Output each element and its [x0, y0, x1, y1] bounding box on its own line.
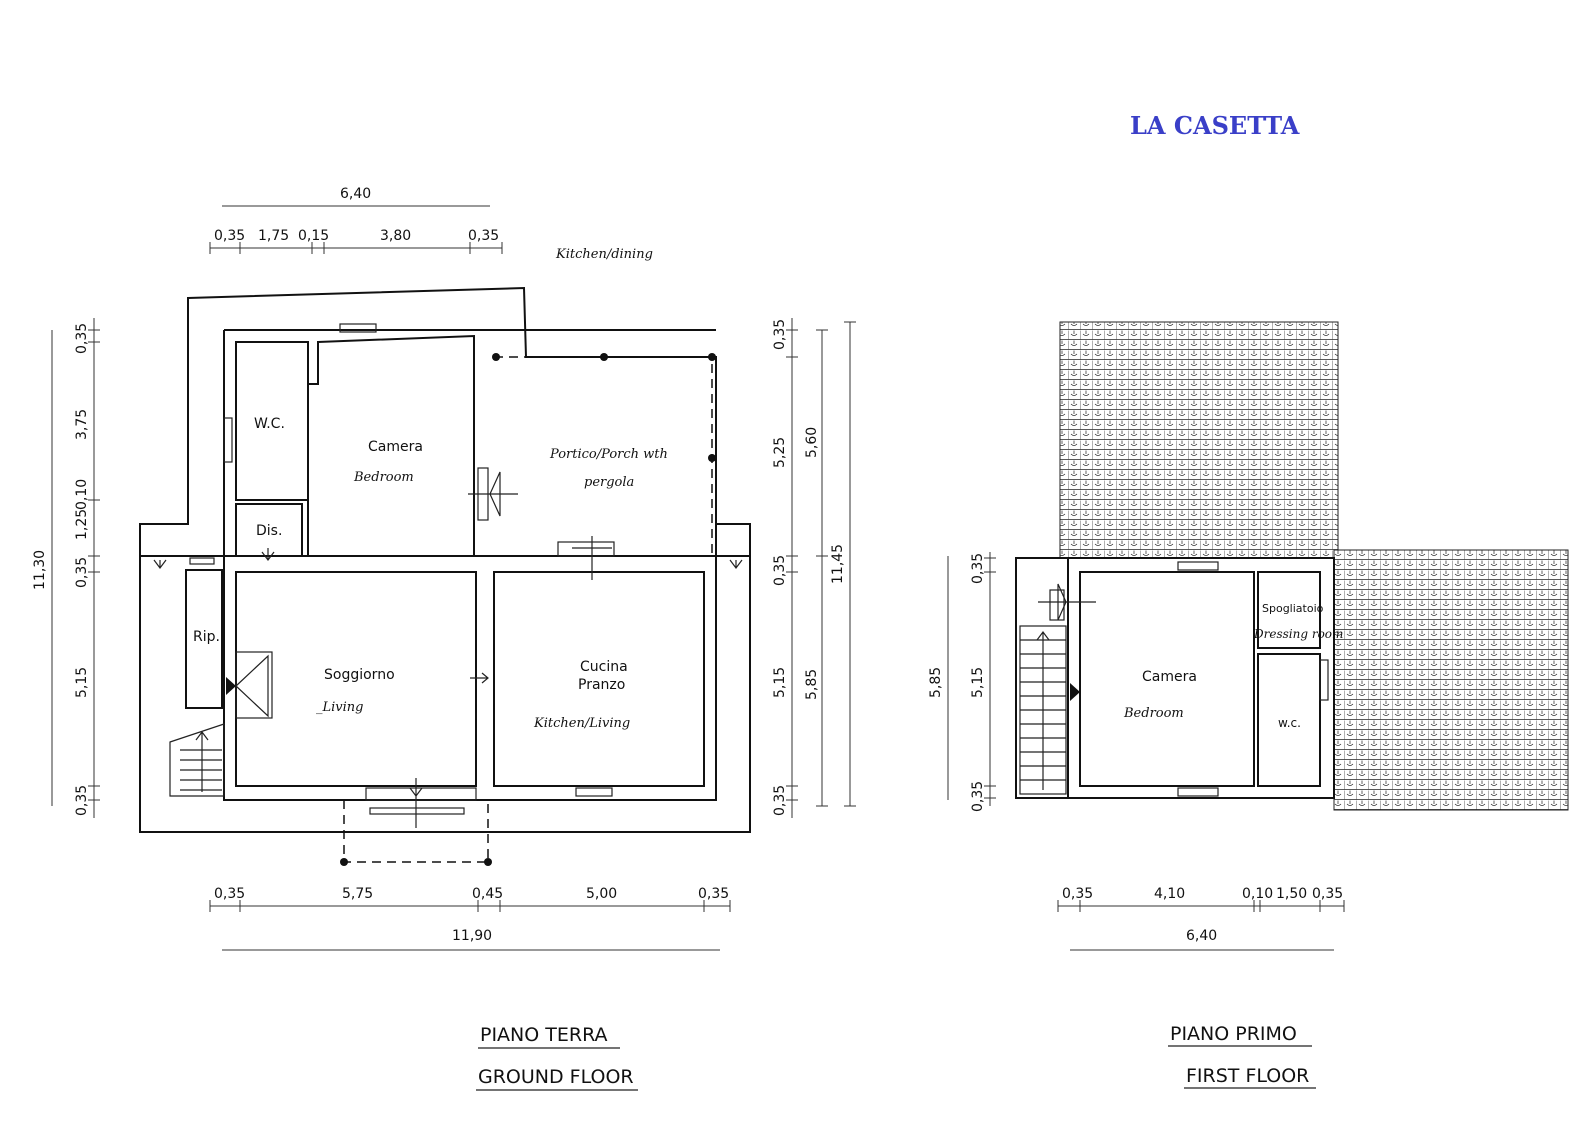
- gf-right-dim-4: 5,15: [772, 667, 788, 698]
- gf-left-dim-6: 5,15: [74, 667, 90, 698]
- gf-bottom-dim-1: 0,35: [214, 886, 245, 902]
- ff-room-wc-label: w.c.: [1278, 716, 1301, 730]
- room-portico-label: Portico/Porch wth: [549, 447, 668, 462]
- gf-bottom-dim-5: 0,35: [698, 886, 729, 902]
- gf-right-dim-2: 5,25: [772, 437, 788, 468]
- ff-bottom-total: 6,40: [1186, 928, 1217, 944]
- gf-top-dim-2: 1,75: [258, 228, 289, 244]
- ff-label-en: FIRST FLOOR: [1186, 1065, 1309, 1087]
- gf-right-dim-1: 0,35: [772, 319, 788, 350]
- ff-bottom-dim-1: 0,35: [1062, 886, 1093, 902]
- room-wc-label: W.C.: [254, 416, 285, 432]
- ff-left-dim-3: 0,35: [970, 781, 986, 812]
- gf-left-dim-3: 1,25: [74, 509, 90, 540]
- gf-left-dim-7: 0,35: [74, 785, 90, 816]
- gf-left-dim-4: 0,10: [74, 479, 90, 510]
- gf-right-total-1: 5,60: [804, 427, 820, 458]
- gf-right-total-3: 11,45: [830, 544, 846, 584]
- room-kitchen-living-label: Kitchen/Living: [533, 716, 630, 731]
- ff-label-it: PIANO PRIMO: [1170, 1023, 1297, 1045]
- ff-bottom-dim-3: 0,10: [1242, 886, 1273, 902]
- gf-left-dim-2: 3,75: [74, 409, 90, 440]
- ff-room-bedroom-label: Bedroom: [1123, 706, 1184, 721]
- ff-left-total: 5,85: [928, 667, 944, 698]
- room-living-label: _Living: [316, 700, 364, 715]
- gf-left-dim-1: 0,35: [74, 323, 90, 354]
- room-soggiorno-label: Soggiorno: [324, 667, 395, 683]
- gf-label-en: GROUND FLOOR: [478, 1066, 634, 1088]
- ground-floor-plan: W.C. Camera Bedroom Dis. Portico/Porch w…: [32, 186, 856, 1091]
- gf-left-total: 11,30: [32, 550, 48, 590]
- gf-label-it: PIANO TERRA: [480, 1024, 608, 1046]
- gf-right-dim-3: 0,35: [772, 555, 788, 586]
- gf-top-dim-5: 0,35: [468, 228, 499, 244]
- ff-bottom-dim-2: 4,10: [1154, 886, 1185, 902]
- gf-left-dim-5: 0,35: [74, 557, 90, 588]
- gf-bottom-dim-3: 0,45: [472, 886, 503, 902]
- room-camera-label: Camera: [368, 439, 423, 455]
- kitchen-dining-label: Kitchen/dining: [555, 247, 653, 262]
- gf-right-total-2: 5,85: [804, 669, 820, 700]
- room-cucina-label: Cucina: [580, 659, 628, 675]
- ff-bottom-dim-4: 1,50: [1276, 886, 1307, 902]
- page-title: LA CASETTA: [1130, 111, 1300, 140]
- ff-room-dressing-label: Dressing room: [1253, 627, 1343, 641]
- gf-bottom-total: 11,90: [452, 928, 492, 944]
- ff-left-dim-2: 5,15: [970, 667, 986, 698]
- room-bedroom-label: Bedroom: [353, 470, 414, 485]
- gf-bottom-dim-4: 5,00: [586, 886, 617, 902]
- first-floor-plan: Camera Bedroom Spogliatoio Dressing room…: [928, 321, 1569, 1089]
- room-dis-label: Dis.: [256, 523, 282, 539]
- gf-top-dim-1: 0,35: [214, 228, 245, 244]
- gf-bottom-dim-2: 5,75: [342, 886, 373, 902]
- gf-top-total: 6,40: [340, 186, 371, 202]
- ff-room-camera-label: Camera: [1142, 669, 1197, 685]
- gf-top-dim-3: 0,15: [298, 228, 329, 244]
- gf-right-dim-5: 0,35: [772, 785, 788, 816]
- room-pergola-label: pergola: [584, 475, 634, 490]
- gf-top-dim-4: 3,80: [380, 228, 411, 244]
- ff-left-dim-1: 0,35: [970, 553, 986, 584]
- ff-bottom-dim-5: 0,35: [1312, 886, 1343, 902]
- ff-room-spogliatoio-label: Spogliatoio: [1262, 602, 1324, 615]
- room-pranzo-label: Pranzo: [578, 677, 625, 693]
- room-rip-label: Rip.: [193, 629, 220, 645]
